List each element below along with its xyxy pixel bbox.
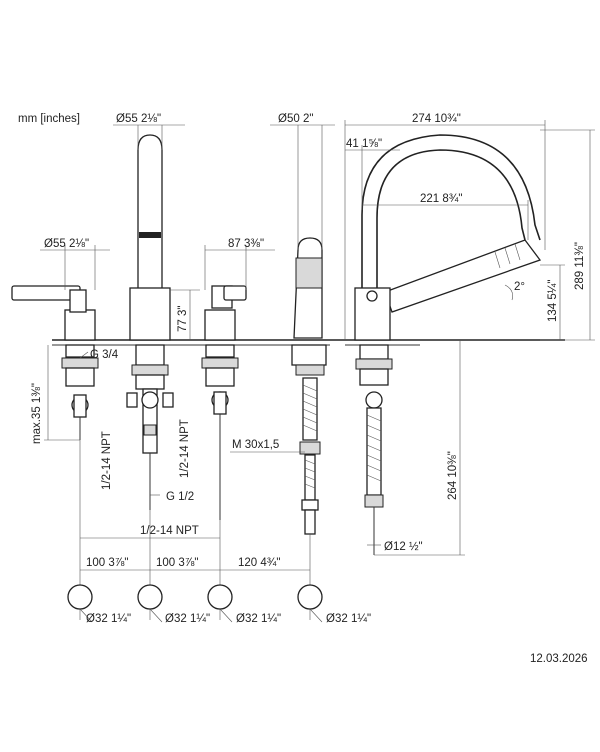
label-npt1: 1/2-14 NPT <box>101 431 113 490</box>
label-274: 274 10¾" <box>412 113 461 125</box>
spout <box>126 134 174 510</box>
label-120: 120 4¾" <box>238 557 280 569</box>
label-hole1: Ø32 1¼" <box>86 613 131 625</box>
date-label: 12.03.2026 <box>530 653 588 665</box>
mounting-holes <box>67 584 323 623</box>
label-d12: Ø12 ½" <box>384 541 423 553</box>
label-max35: max.35 1⅜" <box>31 383 43 444</box>
label-134: 134 5¼" <box>547 280 559 322</box>
label-g34: G 3/4 <box>90 349 119 361</box>
label-77: 77 3" <box>177 306 189 332</box>
label-100b: 100 3⅞" <box>156 557 198 569</box>
label-87: 87 3⅜" <box>228 238 264 250</box>
label-g12: G 1/2 <box>166 491 194 503</box>
label-221: 221 8¾" <box>420 193 462 205</box>
label-npt2: 1/2-14 NPT <box>179 419 191 478</box>
handshower-holder <box>291 237 327 535</box>
label-angle: 2° <box>514 281 525 293</box>
label-100a: 100 3⅞" <box>86 557 128 569</box>
label-hole3: Ø32 1¼" <box>236 613 281 625</box>
hole-2 <box>137 584 163 610</box>
label-d55-left: Ø55 2⅛" <box>44 238 89 250</box>
label-d50: Ø50 2" <box>278 113 313 125</box>
side-view <box>354 134 542 555</box>
label-hole2: Ø32 1¼" <box>165 613 210 625</box>
dimension-labels: Ø55 2⅛" Ø50 2" 274 10¾" 41 1⅝" 221 8¾" 2… <box>31 113 586 625</box>
label-264: 264 10⅜" <box>447 451 459 500</box>
label-npt3: 1/2-14 NPT <box>140 525 199 537</box>
label-hole4: Ø32 1¼" <box>326 613 371 625</box>
units-label: mm [inches] <box>18 113 80 125</box>
hole-3 <box>207 584 233 610</box>
label-289: 289 11⅜" <box>574 242 586 290</box>
label-m30: M 30x1,5 <box>232 439 279 451</box>
label-41: 41 1⅝" <box>346 138 382 150</box>
hole-1 <box>67 584 93 610</box>
label-d55-spout: Ø55 2⅛" <box>116 113 161 125</box>
hole-4 <box>297 584 323 610</box>
left-valve <box>11 285 99 440</box>
dimension-lines <box>40 120 595 620</box>
right-valve <box>201 285 247 520</box>
